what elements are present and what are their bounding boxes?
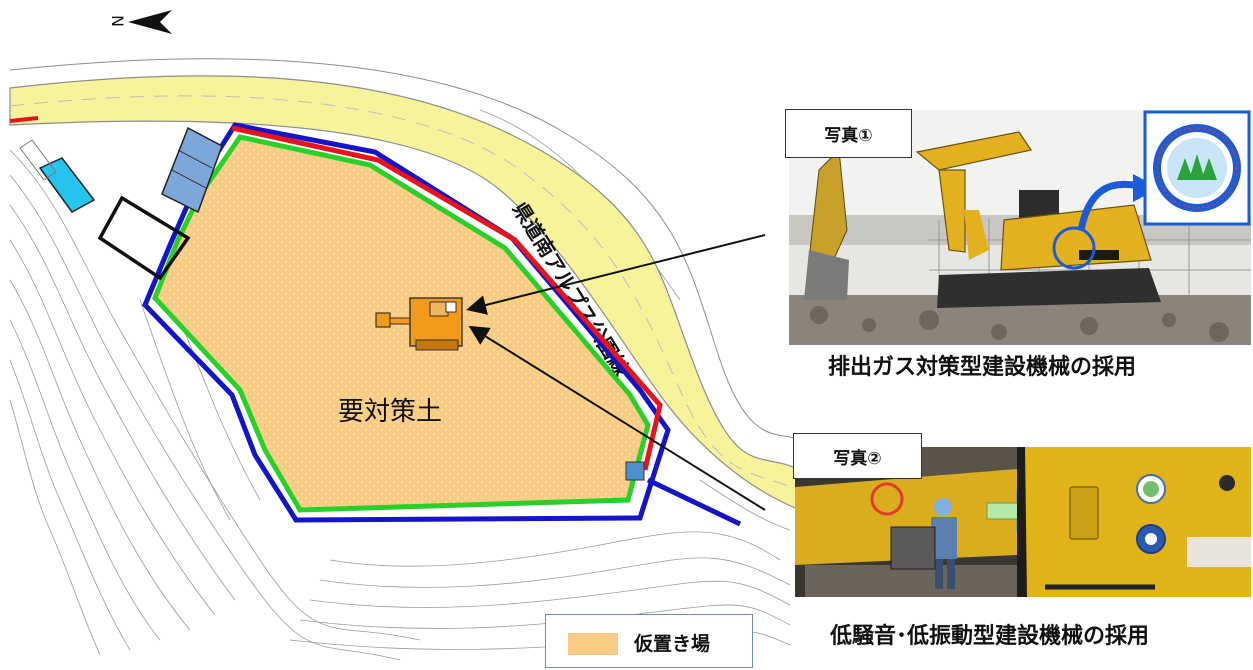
black-outline-structure xyxy=(97,195,191,281)
legend-label: 仮置き場 xyxy=(634,633,711,655)
photo2-label: 写真② xyxy=(793,433,922,479)
red-boundary-line xyxy=(231,125,663,471)
road xyxy=(9,58,801,511)
red-road-edge-line xyxy=(9,116,39,123)
green-boundary-line xyxy=(152,134,651,513)
photo1-label: 写真① xyxy=(785,109,912,158)
north-label: N xyxy=(108,15,127,27)
blue-box-marker xyxy=(625,461,645,481)
arrow-photo2 xyxy=(468,325,766,511)
blue-extension-line xyxy=(646,477,742,527)
area-label: 要対策土 xyxy=(338,397,442,427)
photo1-caption: 排出ガス対策型建設機械の採用 xyxy=(828,355,1137,380)
photo2-caption: 低騒音･低振動型建設機械の採用 xyxy=(830,624,1150,649)
cyan-tank xyxy=(19,139,96,213)
excavator-icon xyxy=(375,297,463,351)
north-arrow-icon xyxy=(128,10,172,34)
arrow-photo1 xyxy=(466,234,766,315)
blue-building xyxy=(161,126,223,214)
map-legend: 仮置き場 xyxy=(545,614,753,668)
legend-swatch-stockpile xyxy=(568,633,618,655)
